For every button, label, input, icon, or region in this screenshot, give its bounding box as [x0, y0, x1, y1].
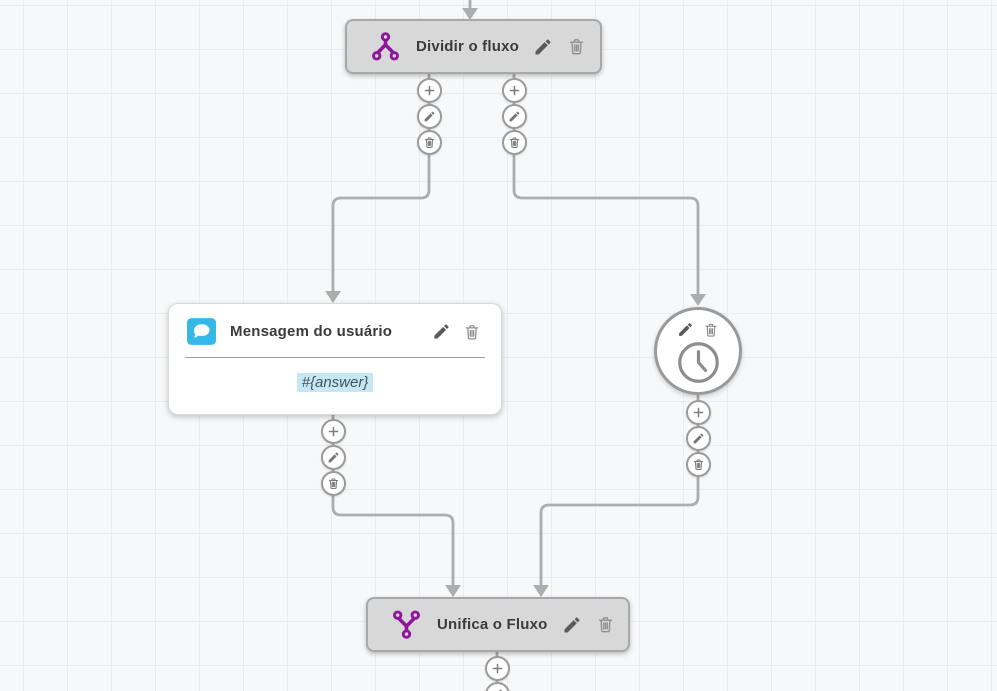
user-message-node[interactable]: Mensagem do usuário: [168, 303, 502, 415]
timer-add-button[interactable]: [685, 399, 711, 425]
plus-icon: [490, 661, 505, 676]
pencil-icon: [432, 322, 451, 341]
split-flow-title: Dividir o fluxo: [416, 38, 520, 55]
pencil-icon: [508, 110, 521, 123]
connector-split-to-timer: [512, 152, 700, 295]
timer-node[interactable]: [654, 307, 742, 395]
edit-user-message-button[interactable]: [432, 322, 451, 341]
variable-chip: #{answer}: [296, 372, 374, 392]
pencil-icon: [533, 37, 553, 57]
trash-icon: [692, 458, 705, 471]
delete-timer-button[interactable]: [703, 322, 719, 338]
connector-timer-to-merge: [539, 476, 700, 586]
merge-flow-icon: [390, 608, 423, 641]
trash-icon: [327, 477, 340, 490]
merge-add-button[interactable]: [484, 655, 510, 681]
message-edit-button[interactable]: [320, 444, 346, 470]
node-divider: [185, 357, 485, 358]
split-right-delete-button[interactable]: [501, 129, 527, 155]
timer-edit-button[interactable]: [685, 425, 711, 451]
edit-split-node-button[interactable]: [533, 37, 553, 57]
arrowhead-into-message: [325, 291, 341, 303]
delete-merge-node-button[interactable]: [596, 615, 615, 634]
pencil-icon: [423, 110, 436, 123]
split-right-edit-button[interactable]: [501, 103, 527, 129]
pencil-icon: [327, 451, 340, 464]
plus-icon: [507, 83, 522, 98]
edit-merge-node-button[interactable]: [562, 615, 582, 635]
timer-delete-button[interactable]: [685, 451, 711, 477]
message-delete-button[interactable]: [320, 470, 346, 496]
message-add-button[interactable]: [320, 418, 346, 444]
merge-flow-node[interactable]: Unifica o Fluxo: [366, 597, 630, 652]
delete-split-node-button[interactable]: [567, 37, 586, 56]
split-flow-node[interactable]: Dividir o fluxo: [345, 19, 602, 74]
edit-timer-button[interactable]: [677, 321, 694, 338]
arrowhead-into-merge-left: [445, 585, 461, 597]
pencil-icon: [562, 615, 582, 635]
plus-icon: [422, 83, 437, 98]
connector-message-to-merge: [331, 494, 455, 586]
split-left-add-button[interactable]: [416, 77, 442, 103]
chat-bubble-icon: [185, 316, 218, 347]
pencil-icon: [692, 432, 705, 445]
arrowhead-into-split: [462, 8, 478, 20]
arrowhead-into-timer: [690, 294, 706, 306]
pencil-icon: [491, 688, 504, 691]
trash-icon: [508, 136, 521, 149]
merge-flow-title: Unifica o Fluxo: [437, 616, 548, 633]
split-flow-icon: [369, 30, 402, 63]
trash-icon: [703, 322, 719, 338]
trash-icon: [567, 37, 586, 56]
arrowhead-into-merge-right: [533, 585, 549, 597]
plus-icon: [326, 424, 341, 439]
split-right-add-button[interactable]: [501, 77, 527, 103]
user-message-title: Mensagem do usuário: [230, 323, 393, 340]
clock-icon: [676, 340, 721, 385]
connector-split-to-message: [331, 152, 431, 292]
trash-icon: [463, 323, 481, 341]
plus-icon: [691, 405, 706, 420]
split-left-edit-button[interactable]: [416, 103, 442, 129]
split-left-delete-button[interactable]: [416, 129, 442, 155]
delete-user-message-button[interactable]: [463, 323, 481, 341]
trash-icon: [423, 136, 436, 149]
trash-icon: [596, 615, 615, 634]
pencil-icon: [677, 321, 694, 338]
